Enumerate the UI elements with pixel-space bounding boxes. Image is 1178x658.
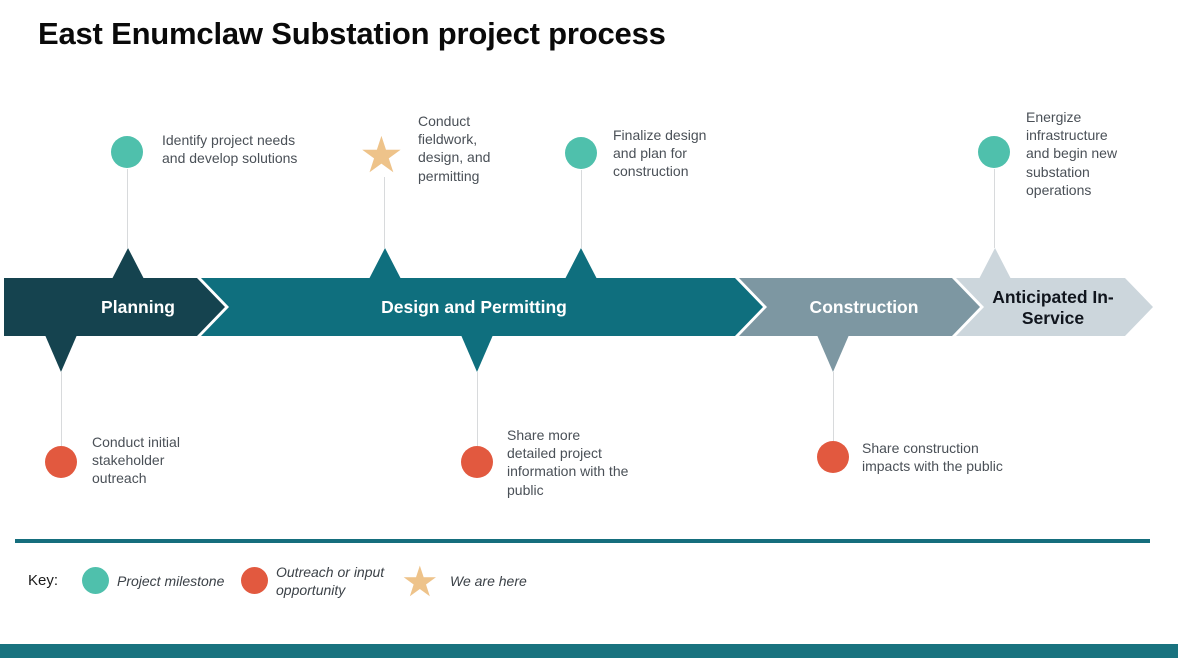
key-item-milestone: Project milestone (117, 573, 225, 589)
outreach-text: Share construction impacts with the publ… (862, 440, 1003, 475)
milestone-text: Finalize design and plan for constructio… (613, 127, 707, 180)
pointer-down (45, 335, 77, 372)
connector-line (477, 372, 478, 446)
key-star-icon: ★ (401, 557, 439, 606)
phase-label-inservice: Anticipated In-Service (992, 287, 1114, 328)
milestone-dot (111, 136, 143, 168)
phase-design (201, 278, 763, 336)
phase-label-construction: Construction (809, 297, 919, 317)
key-outreach-dot (241, 567, 268, 594)
key-label: Key: (28, 572, 59, 589)
phase-planning (4, 278, 225, 336)
pointer-down (817, 335, 849, 372)
milestone-text: Energize infrastructure and begin new su… (1026, 109, 1118, 198)
key-item-here: We are here (450, 573, 527, 589)
divider-line (15, 539, 1150, 543)
connector-line (61, 372, 62, 446)
phase-construction (739, 278, 980, 336)
pointer-up (369, 248, 401, 279)
footer-bar (0, 644, 1178, 658)
milestone-text: Conduct fieldwork, design, and permittin… (418, 113, 491, 184)
outreach-dot (817, 441, 849, 473)
connector-line (127, 169, 128, 248)
key-milestone-dot (82, 567, 109, 594)
phase-label-design: Design and Permitting (381, 297, 567, 317)
pointer-up (112, 248, 144, 279)
pointer-down (461, 335, 493, 372)
page-title: East Enumclaw Substation project process (38, 16, 666, 51)
milestone-dot (565, 137, 597, 169)
outreach-dot (45, 446, 77, 478)
connector-line (384, 177, 385, 248)
milestone-dot (978, 136, 1010, 168)
connector-line (833, 372, 834, 441)
outreach-text: Share more detailed project information … (507, 427, 629, 498)
outreach-dot (461, 446, 493, 478)
key-item-outreach: Outreach or input opportunity (276, 564, 385, 598)
phase-label-planning: Planning (101, 297, 175, 317)
pointer-up (979, 248, 1011, 279)
phase-inservice (956, 278, 1153, 336)
pointer-up (565, 248, 597, 279)
outreach-text: Conduct initial stakeholder outreach (92, 434, 180, 487)
we-are-here-star-icon: ★ (359, 126, 404, 184)
milestone-text: Identify project needs and develop solut… (162, 132, 298, 167)
connector-line (994, 169, 995, 248)
connector-line (581, 170, 582, 248)
